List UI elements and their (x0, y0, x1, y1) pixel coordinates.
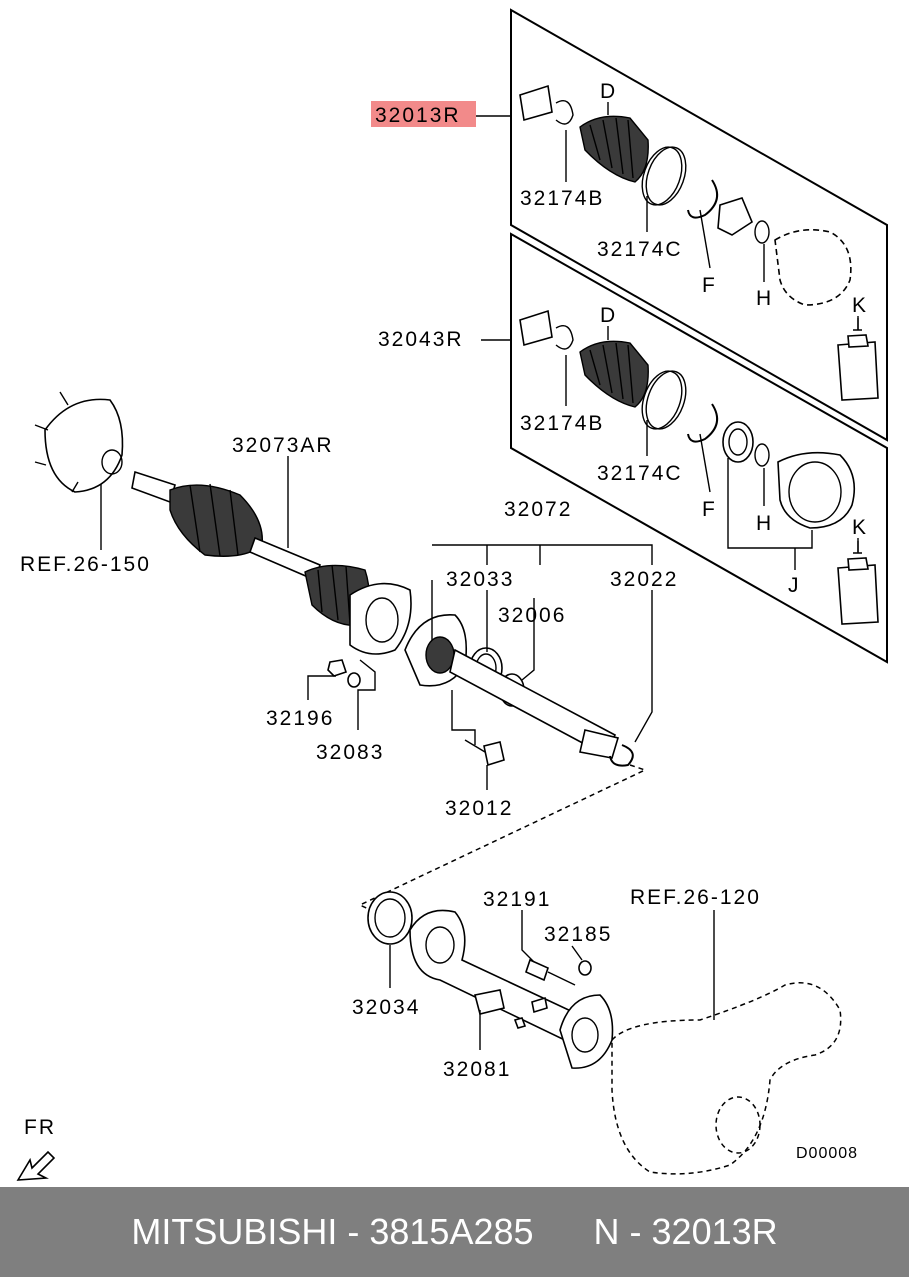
label-32012[interactable]: 32012 (445, 797, 513, 820)
boot-kit-panel-upper (510, 8, 888, 442)
label-32196[interactable]: 32196 (266, 707, 334, 730)
label-K-upper: K (852, 294, 868, 317)
label-32022[interactable]: 32022 (610, 568, 678, 591)
label-32043R[interactable]: 32043R (378, 328, 464, 351)
label-32013R[interactable]: 32013R (375, 104, 461, 127)
label-32174B-upper[interactable]: 32174B (520, 187, 604, 210)
diagram-code: D00008 (796, 1145, 858, 1162)
boot-kit-panel-lower (510, 232, 888, 664)
leader-lines (100, 102, 859, 1050)
label-32191[interactable]: 32191 (483, 888, 551, 911)
label-32083[interactable]: 32083 (316, 741, 384, 764)
differential-assembly (367, 891, 842, 1175)
label-32081[interactable]: 32081 (443, 1058, 511, 1081)
label-32034[interactable]: 32034 (352, 996, 420, 1019)
part-number-footer: MITSUBISHI - 3815A285 N - 32013R (0, 1187, 909, 1277)
label-32006[interactable]: 32006 (498, 604, 566, 627)
label-J: J (788, 574, 801, 597)
drive-shaft-assembly (34, 391, 634, 767)
label-H-lower: H (756, 512, 773, 535)
parts-diagram: 32013R D 32174B 32174C F H K 32043R D 32… (16, 8, 888, 1181)
label-32174B-lower[interactable]: 32174B (520, 412, 604, 435)
label-32072[interactable]: 32072 (504, 498, 572, 521)
label-32174C-upper[interactable]: 32174C (597, 238, 683, 261)
label-F-upper: F (702, 274, 717, 297)
assembly-link-line (358, 764, 648, 913)
label-F-lower: F (702, 498, 717, 521)
label-D-lower: D (600, 304, 617, 327)
label-H-upper: H (756, 287, 773, 310)
label-fr: FR (24, 1116, 56, 1139)
label-ref-26-150[interactable]: REF.26-150 (20, 553, 151, 576)
label-D-upper: D (600, 80, 617, 103)
front-arrow-icon (16, 1150, 56, 1181)
label-32033[interactable]: 32033 (446, 568, 514, 591)
label-32073AR[interactable]: 32073AR (232, 434, 334, 457)
label-ref-26-120[interactable]: REF.26-120 (630, 886, 761, 909)
label-K-lower: K (852, 516, 868, 539)
label-32185[interactable]: 32185 (544, 923, 612, 946)
highlight-box (371, 101, 476, 127)
label-32174C-lower[interactable]: 32174C (597, 462, 683, 485)
